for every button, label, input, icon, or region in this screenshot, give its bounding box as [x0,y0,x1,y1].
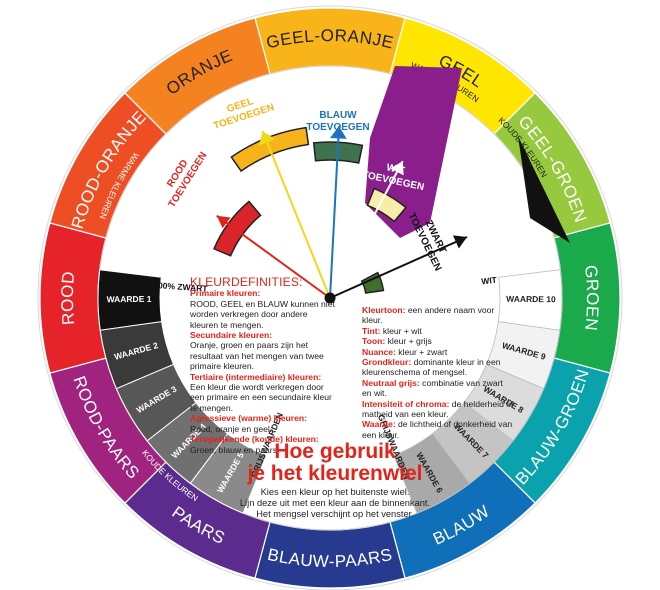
definition-text: de lichtheid of donkerheid van een kleur… [362,419,513,440]
definition-term: Tint: [362,325,381,336]
definition-item: Secundaire kleuren: Oranje, groen en paa… [190,330,336,372]
definition-text: kleur + wit [380,325,422,336]
definition-item: Agressieve (warme) kleuren: Rood, oranje… [190,413,336,434]
segment-rood[interactable] [39,222,107,374]
definition-item: Neutraal grijs: combinatie van zwart en … [362,378,514,399]
definition-term: Nuance: [362,346,396,357]
segment-label-text: GROEN [581,264,601,332]
definition-term: Intensiteit of chroma: [362,398,450,409]
definition-term: Agressieve (warme) kleuren: [190,413,308,424]
definition-term: Tertiaire (intermediaire) kleuren: [190,371,322,382]
definition-text: de helderheid of matheid van een kleur. [362,398,514,420]
add-label-line: TOEVOEGEN [306,122,369,133]
rood-window [213,200,262,257]
definition-item: Toon: kleur + grijs [362,336,514,346]
blauw-arrow-head [330,126,347,139]
definition-text: Een kleur die wordt verkregen door een p… [190,382,332,413]
value-label: WIT [481,275,498,287]
add-label-line: WIT [385,162,405,177]
definition-item: Intensiteit of chroma: de helderheid of … [362,399,514,420]
definition-text: kleur + zwart [395,346,448,357]
value-band-left-4 [146,401,229,484]
definition-text: ROOD, GEEL en BLAUW kunnen niet worden v… [190,298,335,330]
definition-text: een andere naam voor kleur. [362,305,495,326]
definition-term: Terugwijkende (koude) kleuren: [190,434,319,445]
howto-line3: Het mengsel verschijnt op het venster. [256,509,414,519]
definition-text: Groen, blauw en paars. [190,444,280,455]
blauw-arrow [329,126,341,299]
howto-title-line1: Hoe gebruik [274,440,396,463]
value-label: 100% ZWART [153,280,209,294]
definition-term: Neutraal grijs: [362,377,420,388]
wit-window-panel [365,66,462,238]
definition-item: Primaire kleuren: ROOD, GEEL en BLAUW ku… [190,288,336,330]
definitions-title: KLEURDEFINITIES: [190,275,303,289]
definition-item: Grondkleur: dominante kleur in een kleur… [362,357,514,378]
value-band-right-5 [393,433,471,514]
rood-arrow-head [216,215,231,229]
zwart-window-panel [518,136,570,243]
definitions-left: KLEURDEFINITIES: Primaire kleuren: ROOD,… [190,275,336,455]
wit-arrow-head [390,161,404,176]
wit-arrow [329,160,404,299]
rood-arrow [216,214,331,299]
howto-title-line2: je het kleurenwiel [247,462,423,485]
definition-item: Tertiaire (intermediaire) kleuren: Een k… [190,372,336,414]
definition-term: Primaire kleuren: [190,288,261,299]
definition-term: Waarde: [362,419,396,430]
definition-term: Secundaire kleuren: [190,330,273,341]
howto-instructions: Kies een kleur op het buitenste wiel. Li… [215,487,455,520]
value-band-left-3 [115,363,197,442]
definition-text: kleur + grijs [385,336,432,347]
howto-title: Hoe gebruik je het kleurenwiel [215,441,455,485]
howto-line1: Kies een kleur op het buitenste wiel. [260,487,410,497]
definition-text: dominante kleur in een kleurenschema of … [362,357,501,378]
value-band-left-1 [97,269,163,331]
howto-line2: Lijn deze uit met een kleur aan de binne… [239,498,431,508]
definition-item: Waarde: de lichtheid of donkerheid van e… [362,419,514,440]
definition-item: Terugwijkende (koude) kleuren: Groen, bl… [190,434,336,455]
zwart-window [360,271,385,294]
definition-term: Kleurtoon: [362,305,406,315]
zwart-arrow [329,236,468,299]
add-label-line: BLAUW [319,110,357,121]
value-band-left-5 [189,433,267,514]
geel-arrow-head [259,131,276,146]
definition-text: Oranje, groen en paars zijn het resultaa… [190,340,324,372]
segment-label: GROEN [581,264,602,332]
definition-text: combinatie van zwart en wit. [362,377,503,399]
center-pivot[interactable] [324,292,336,304]
geel-arrow [261,130,331,299]
definition-term: Grondkleur: [362,357,412,368]
definitions-right: Kleurtoon: een andere naam voor kleur.Ti… [362,305,514,440]
wit-window [366,187,407,223]
value-label: WAARDE 1 [107,294,152,304]
zwart-arrow-head [452,235,468,249]
definition-term: Toon: [362,336,386,347]
definition-text: Rood, oranje en geel. [190,423,273,434]
definition-item: Tint: kleur + wit [362,326,514,336]
definition-item: Nuance: kleur + zwart [362,347,514,357]
value-label: WAARDE 10 [506,294,556,304]
definition-item: Kleurtoon: een andere naam voor kleur. [362,305,514,326]
